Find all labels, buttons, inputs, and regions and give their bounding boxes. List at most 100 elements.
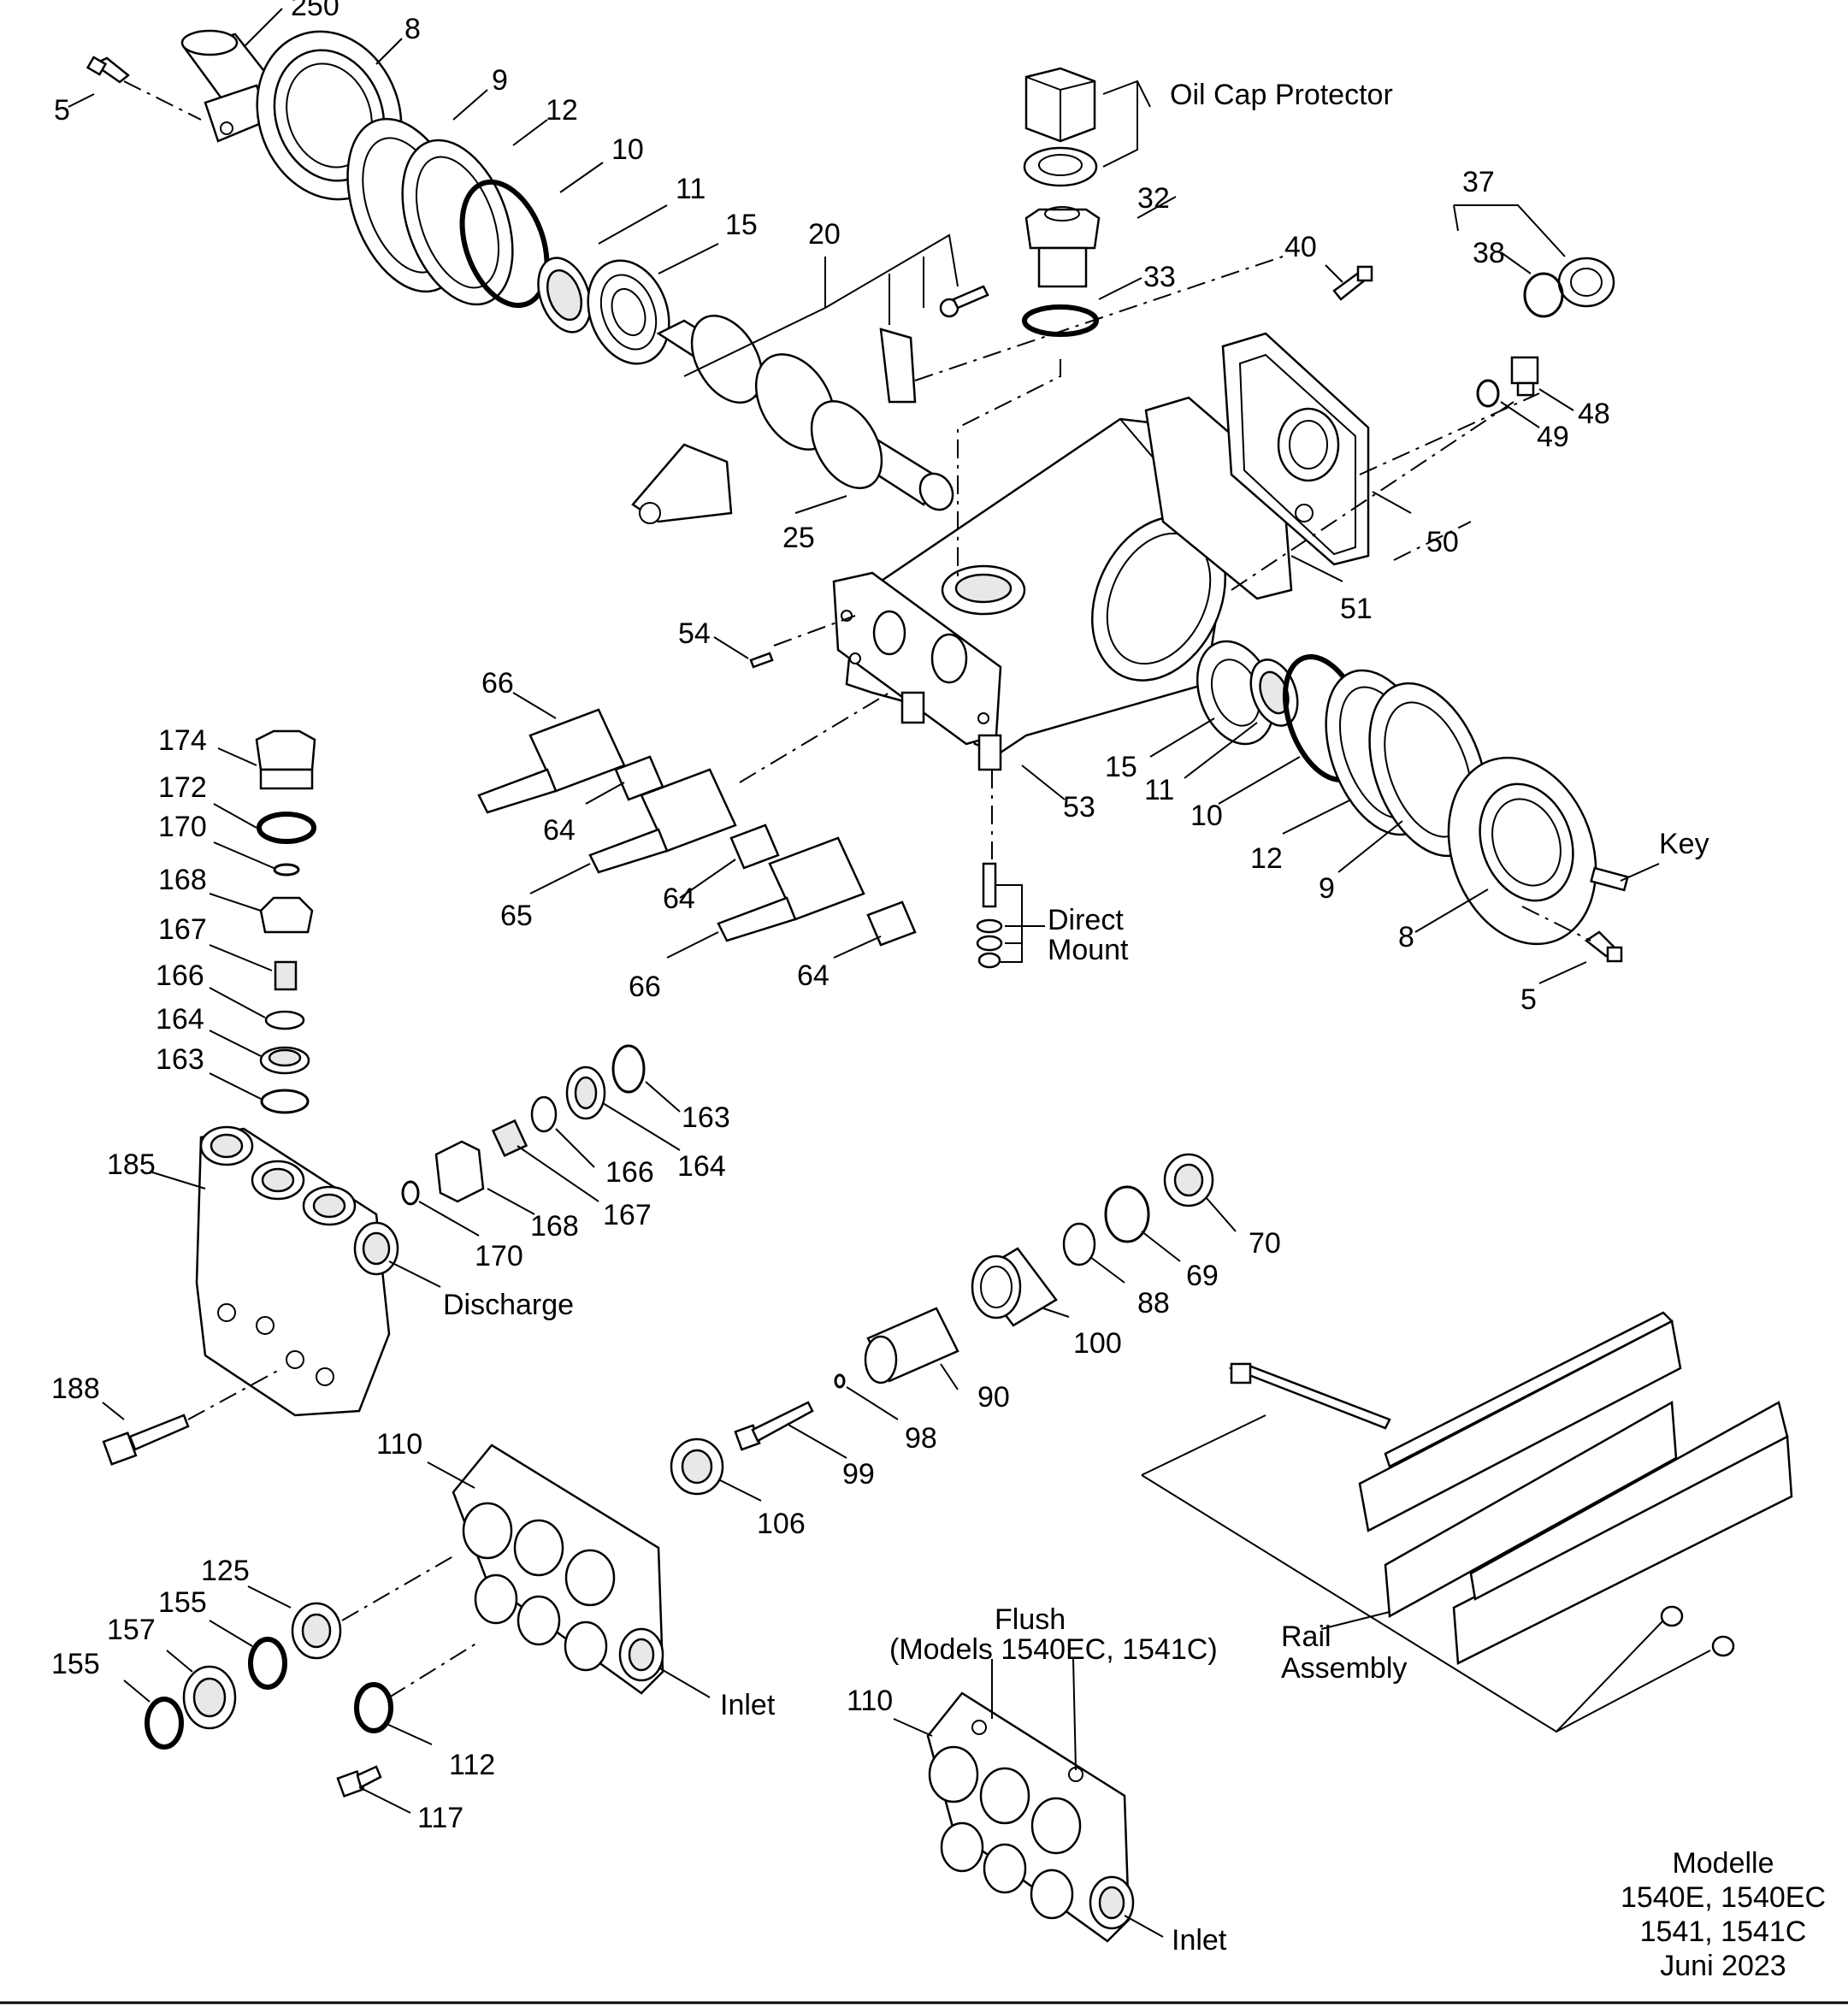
inlet-manifold-110-left [452, 1443, 664, 1695]
o-ring-155-outer [145, 1697, 184, 1750]
label-20: 20 [808, 218, 841, 251]
o-ring-10-left [459, 179, 550, 309]
valve-seat-164-mid [565, 1065, 606, 1120]
plug-157 [182, 1665, 237, 1730]
o-ring-49 [1476, 379, 1500, 408]
valve-seat-166-top [264, 1010, 305, 1030]
label-90: 90 [977, 1381, 1010, 1414]
label-5-right: 5 [1520, 983, 1537, 1016]
label-166-mid: 166 [605, 1156, 654, 1189]
oil-cap-protector [1023, 67, 1098, 187]
rail-assembly [1228, 1311, 1793, 1665]
o-ring-38 [1523, 272, 1564, 318]
label-66-bottom: 66 [629, 971, 661, 1003]
o-ring-33 [1022, 304, 1099, 337]
crankcase [832, 417, 1229, 771]
label-112: 112 [449, 1749, 495, 1781]
washer-98 [834, 1373, 846, 1389]
plug-174 [255, 729, 316, 790]
label-11-right: 11 [1144, 774, 1174, 806]
oil-seal-11-left [537, 257, 592, 334]
crankshaft-25 [656, 315, 954, 511]
label-oil-cap-protector: Oil Cap Protector [1170, 79, 1393, 111]
label-155-inner: 155 [158, 1586, 207, 1619]
label-100: 100 [1073, 1327, 1122, 1360]
label-15-left: 15 [725, 209, 758, 241]
screw-40 [1332, 265, 1373, 301]
key [1590, 866, 1629, 892]
spring-167-top [274, 960, 298, 991]
label-65: 65 [500, 900, 533, 932]
valve-seat-166-mid [530, 1095, 558, 1133]
screw-188 [102, 1414, 190, 1466]
label-12-left: 12 [546, 94, 578, 127]
label-assembly: Assembly [1281, 1652, 1407, 1685]
valve-seat-164-top [259, 1046, 310, 1075]
label-11-left: 11 [676, 173, 706, 205]
label-64-top: 64 [543, 814, 576, 847]
ceramic-plunger-64-bottom [866, 900, 917, 947]
label-modelle: Modelle [1672, 1847, 1774, 1880]
label-key: Key [1659, 828, 1709, 860]
label-185: 185 [107, 1148, 156, 1181]
label-50: 50 [1426, 526, 1459, 558]
label-37: 37 [1462, 166, 1495, 198]
label-38: 38 [1473, 237, 1505, 269]
sight-glass-37 [1557, 257, 1615, 308]
label-51: 51 [1340, 593, 1373, 625]
connecting-rod-20 [631, 285, 989, 524]
label-10-right: 10 [1190, 800, 1223, 832]
direct-mount-stud [976, 862, 1003, 969]
label-32: 32 [1137, 182, 1170, 215]
label-40: 40 [1284, 231, 1317, 263]
label-168-mid: 168 [530, 1210, 579, 1243]
label-9-right: 9 [1319, 872, 1335, 905]
label-33: 33 [1143, 261, 1176, 293]
label-25: 25 [782, 522, 815, 554]
label-rail: Rail [1281, 1620, 1331, 1653]
label-64-mid: 64 [663, 882, 695, 915]
label-167-mid: 167 [603, 1199, 652, 1231]
center-lines [123, 80, 1591, 1698]
label-66-top: 66 [481, 667, 514, 699]
label-155-outer: 155 [51, 1648, 100, 1680]
screw-117 [336, 1765, 382, 1798]
label-models-line-1: 1540E, 1540EC [1621, 1881, 1826, 1914]
part-labels: 250 8 5 9 12 10 11 15 20 Oil Cap Protect… [51, 0, 1826, 1982]
label-125: 125 [201, 1555, 250, 1587]
label-163-mid: 163 [682, 1101, 730, 1134]
label-models-line-2: 1541, 1541C [1640, 1916, 1807, 1948]
label-117: 117 [417, 1802, 463, 1834]
label-88: 88 [1137, 1287, 1170, 1319]
plunger-bolt-99 [734, 1401, 814, 1451]
seal-125 [291, 1602, 342, 1660]
label-174: 174 [158, 724, 207, 757]
label-170-mid: 170 [475, 1240, 523, 1272]
label-170-top: 170 [158, 811, 207, 843]
label-70: 70 [1249, 1227, 1281, 1260]
label-49: 49 [1537, 421, 1569, 453]
bearing-cover-8-right [1447, 756, 1597, 946]
label-15-right: 15 [1105, 751, 1137, 783]
label-8-right: 8 [1398, 921, 1414, 953]
gasket-51 [1144, 396, 1293, 600]
label-64-bottom: 64 [797, 959, 830, 992]
plunger-65 [588, 768, 737, 874]
label-110-flush: 110 [847, 1685, 893, 1717]
o-ring-163-mid [611, 1044, 646, 1094]
pin-54 [749, 652, 774, 669]
o-ring-155-inner [248, 1637, 287, 1690]
label-167-top: 167 [158, 913, 207, 946]
label-10-left: 10 [611, 133, 644, 166]
valve-168-top [259, 896, 314, 934]
label-mount: Mount [1048, 934, 1129, 966]
leader-lines [68, 8, 1711, 1938]
label-172: 172 [158, 771, 207, 804]
label-8-left: 8 [404, 13, 421, 45]
label-discharge: Discharge [443, 1289, 574, 1321]
o-ring-172 [257, 812, 316, 844]
plunger-90 [864, 1307, 959, 1384]
label-9-left: 9 [492, 64, 508, 97]
o-ring-69 [1104, 1185, 1150, 1243]
